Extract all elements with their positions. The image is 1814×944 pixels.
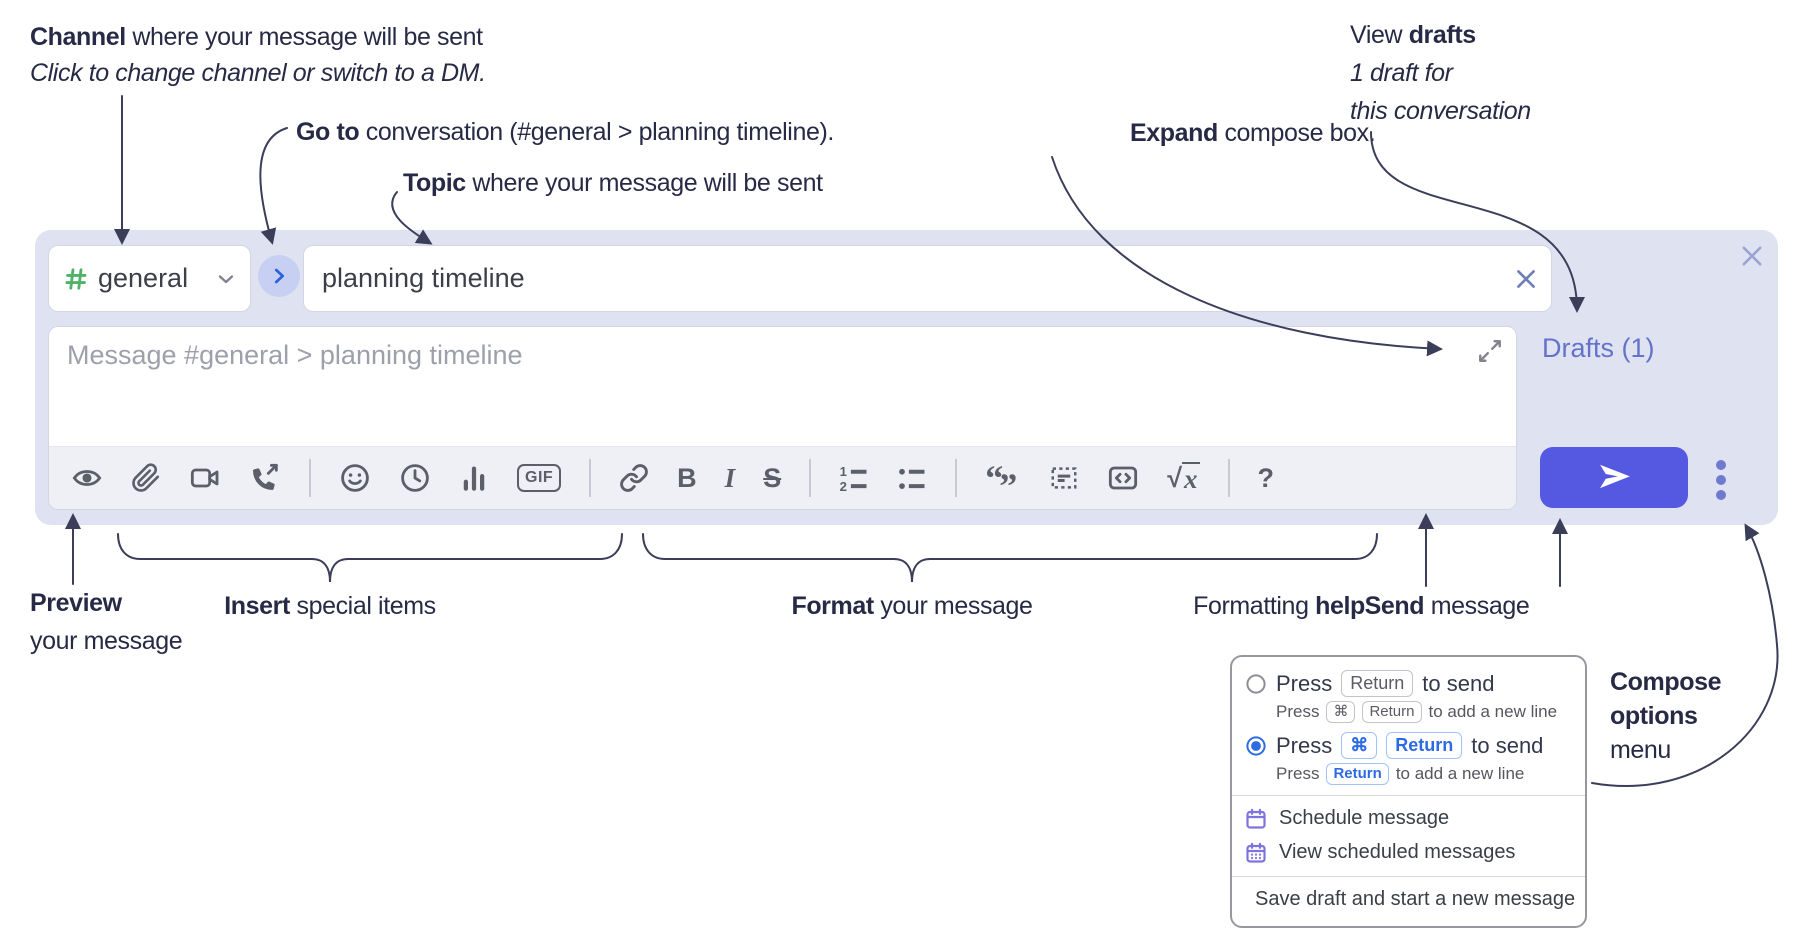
chevron-right-icon: [274, 268, 285, 284]
return-keycap: Return: [1326, 763, 1389, 785]
bold-icon[interactable]: B: [677, 462, 697, 493]
radio-off-icon[interactable]: [1245, 673, 1267, 695]
emoji-icon[interactable]: [339, 462, 371, 494]
expand-compose-icon[interactable]: [1477, 338, 1503, 369]
attach-file-icon[interactable]: [131, 463, 161, 493]
send-option-return-sub: Press ⌘ Return to add a new line: [1276, 701, 1558, 723]
toolbar-divider: [955, 459, 958, 497]
close-compose-icon[interactable]: [1738, 242, 1766, 275]
annotation-format: Format your message: [791, 592, 1033, 620]
svg-text:2: 2: [840, 479, 847, 493]
cmd-keycap: ⌘: [1341, 731, 1378, 760]
math-latex-icon[interactable]: √x: [1167, 461, 1200, 494]
radio-on-icon[interactable]: [1245, 735, 1267, 757]
link-icon[interactable]: [619, 463, 649, 493]
send-options-popup: Press Return to send Press ⌘ Return to a…: [1230, 655, 1587, 928]
paper-plane-icon: [1600, 464, 1630, 488]
annotation-topic: Topic where your message will be sent: [403, 169, 823, 197]
return-keycap: Return: [1362, 701, 1422, 723]
cmd-keycap: ⌘: [1326, 701, 1356, 723]
gif-icon[interactable]: GIF: [517, 464, 562, 492]
toolbar-divider: [589, 459, 592, 497]
annotation-channel: Channel where your message will be sent: [30, 23, 483, 51]
annotation-expand: Expand compose box.: [1130, 119, 1376, 147]
channel-hash-icon: [65, 267, 87, 290]
compose-box: general GIF B I S: [35, 230, 1778, 525]
annotation-drafts-sub2: this conversation: [1350, 97, 1531, 125]
annotation-send: Send message: [1364, 592, 1530, 620]
return-keycap: Return: [1386, 731, 1463, 760]
calendar-icon: [1246, 808, 1266, 829]
message-input[interactable]: [65, 339, 969, 372]
strikethrough-icon[interactable]: S: [763, 462, 782, 493]
brace-format: [642, 533, 1378, 583]
italic-icon[interactable]: I: [724, 462, 736, 493]
annotation-goto: Go to conversation (#general > planning …: [296, 118, 834, 146]
code-icon[interactable]: [1107, 462, 1139, 494]
annotation-compose-options: Compose options menu: [1610, 668, 1722, 764]
popup-divider: [1232, 794, 1585, 796]
send-button[interactable]: [1540, 447, 1688, 508]
send-option-cmd-return-sub: Press Return to add a new line: [1276, 763, 1525, 785]
topic-input-box: [303, 245, 1552, 312]
time-clock-icon[interactable]: [399, 462, 431, 494]
toolbar-divider: [809, 459, 812, 497]
menu-item-view-scheduled[interactable]: View scheduled messages: [1232, 836, 1585, 870]
toolbar-divider: [1227, 459, 1230, 497]
formatting-help-icon[interactable]: ?: [1257, 462, 1275, 493]
annotation-preview-sub: your message: [30, 627, 183, 655]
go-to-conversation-button[interactable]: [258, 255, 300, 297]
video-call-icon[interactable]: [189, 462, 221, 494]
svg-text:1: 1: [840, 464, 847, 479]
channel-name: general: [98, 263, 189, 293]
chevron-down-icon: [218, 274, 234, 283]
arrow-to-goto: [259, 127, 288, 245]
popup-divider: [1232, 875, 1585, 877]
menu-item-schedule-message[interactable]: Schedule message: [1232, 802, 1585, 836]
spoiler-icon[interactable]: [1049, 463, 1079, 493]
brace-insert: [117, 533, 623, 583]
annotation-drafts-sub1: 1 draft for: [1350, 59, 1453, 87]
annotation-preview: Preview: [30, 589, 122, 617]
annotation-formatting-help: Formatting help: [1193, 592, 1365, 620]
annotation-insert: Insert special items: [224, 592, 436, 620]
toolbar-divider: [309, 459, 311, 497]
preview-eye-icon[interactable]: [71, 462, 103, 494]
menu-item-save-draft[interactable]: Save draft and start a new message: [1232, 883, 1585, 917]
drafts-link[interactable]: Drafts (1): [1542, 333, 1655, 363]
channel-selector[interactable]: general: [48, 245, 251, 312]
bulleted-list-icon[interactable]: [897, 463, 927, 493]
topic-input[interactable]: [320, 262, 1513, 295]
annotation-view-drafts: View drafts: [1350, 21, 1476, 49]
send-option-return[interactable]: Press Return to send: [1232, 665, 1585, 698]
quote-icon[interactable]: “”: [985, 458, 1018, 506]
return-keycap: Return: [1341, 670, 1414, 698]
calendar-grid-icon: [1246, 842, 1266, 863]
clear-topic-icon[interactable]: [1513, 266, 1539, 292]
poll-chart-icon[interactable]: [459, 463, 489, 493]
voice-call-icon[interactable]: [249, 462, 281, 494]
compose-options-menu-button[interactable]: [1714, 458, 1728, 502]
send-option-cmd-return[interactable]: Press ⌘ Return to send: [1232, 727, 1585, 760]
annotation-channel-sub: Click to change channel or switch to a D…: [30, 59, 486, 87]
message-compose-area: GIF B I S 12 “” √x ?: [48, 326, 1517, 510]
